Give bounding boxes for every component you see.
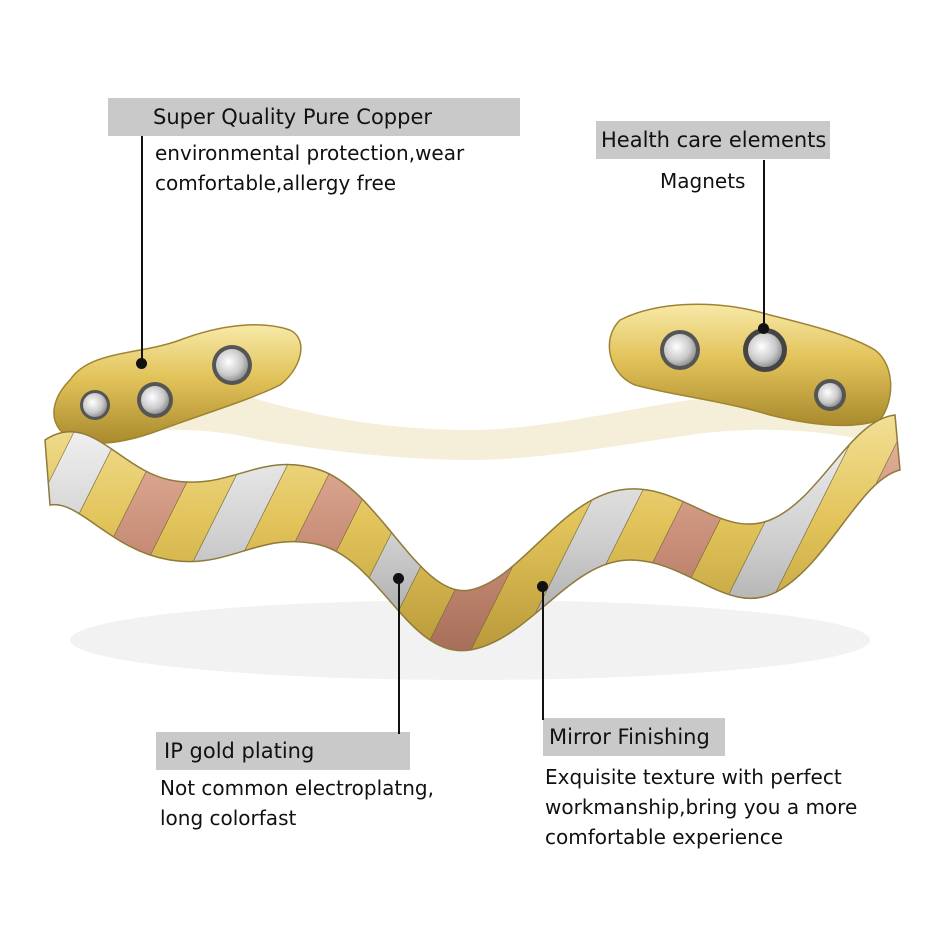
health-leader-dot xyxy=(758,323,769,334)
magnet-right-2 xyxy=(743,328,787,372)
gold-leader-dot xyxy=(393,573,404,584)
mirror-leader-line xyxy=(542,586,544,720)
gold-callout-line-1: Not common electroplatng, xyxy=(160,776,434,800)
mirror-leader-dot xyxy=(537,581,548,592)
copper-leader-dot xyxy=(136,358,147,369)
health-callout-title: Health care elements xyxy=(596,121,830,159)
mirror-callout-line-2: workmanship,bring you a more xyxy=(545,795,858,819)
magnet-left-1 xyxy=(80,390,110,420)
bracelet-front-outline xyxy=(44,414,901,652)
copper-leader-line xyxy=(141,136,143,364)
gold-callout-line-2: long colorfast xyxy=(160,806,297,830)
bracelet-inner-band xyxy=(70,386,885,460)
mirror-callout-line-1: Exquisite texture with perfect xyxy=(545,765,842,789)
magnet-left-3 xyxy=(212,345,252,385)
health-callout-line-1: Magnets xyxy=(660,169,746,193)
magnet-right-1 xyxy=(660,330,700,370)
gold-leader-line xyxy=(398,578,400,734)
mirror-callout-title: Mirror Finishing xyxy=(543,718,725,756)
health-leader-line xyxy=(763,160,765,328)
gold-callout-title: IP gold plating xyxy=(156,732,410,770)
mirror-callout-line-3: comfortable experience xyxy=(545,825,784,849)
copper-callout-title: Super Quality Pure Copper xyxy=(108,98,520,136)
copper-callout-line-2: comfortable,allergy free xyxy=(155,171,397,195)
copper-callout-line-1: environmental protection,wear xyxy=(155,141,465,165)
bracelet-stripe xyxy=(906,380,930,700)
magnet-left-2 xyxy=(137,382,173,418)
magnet-right-3 xyxy=(814,379,846,411)
